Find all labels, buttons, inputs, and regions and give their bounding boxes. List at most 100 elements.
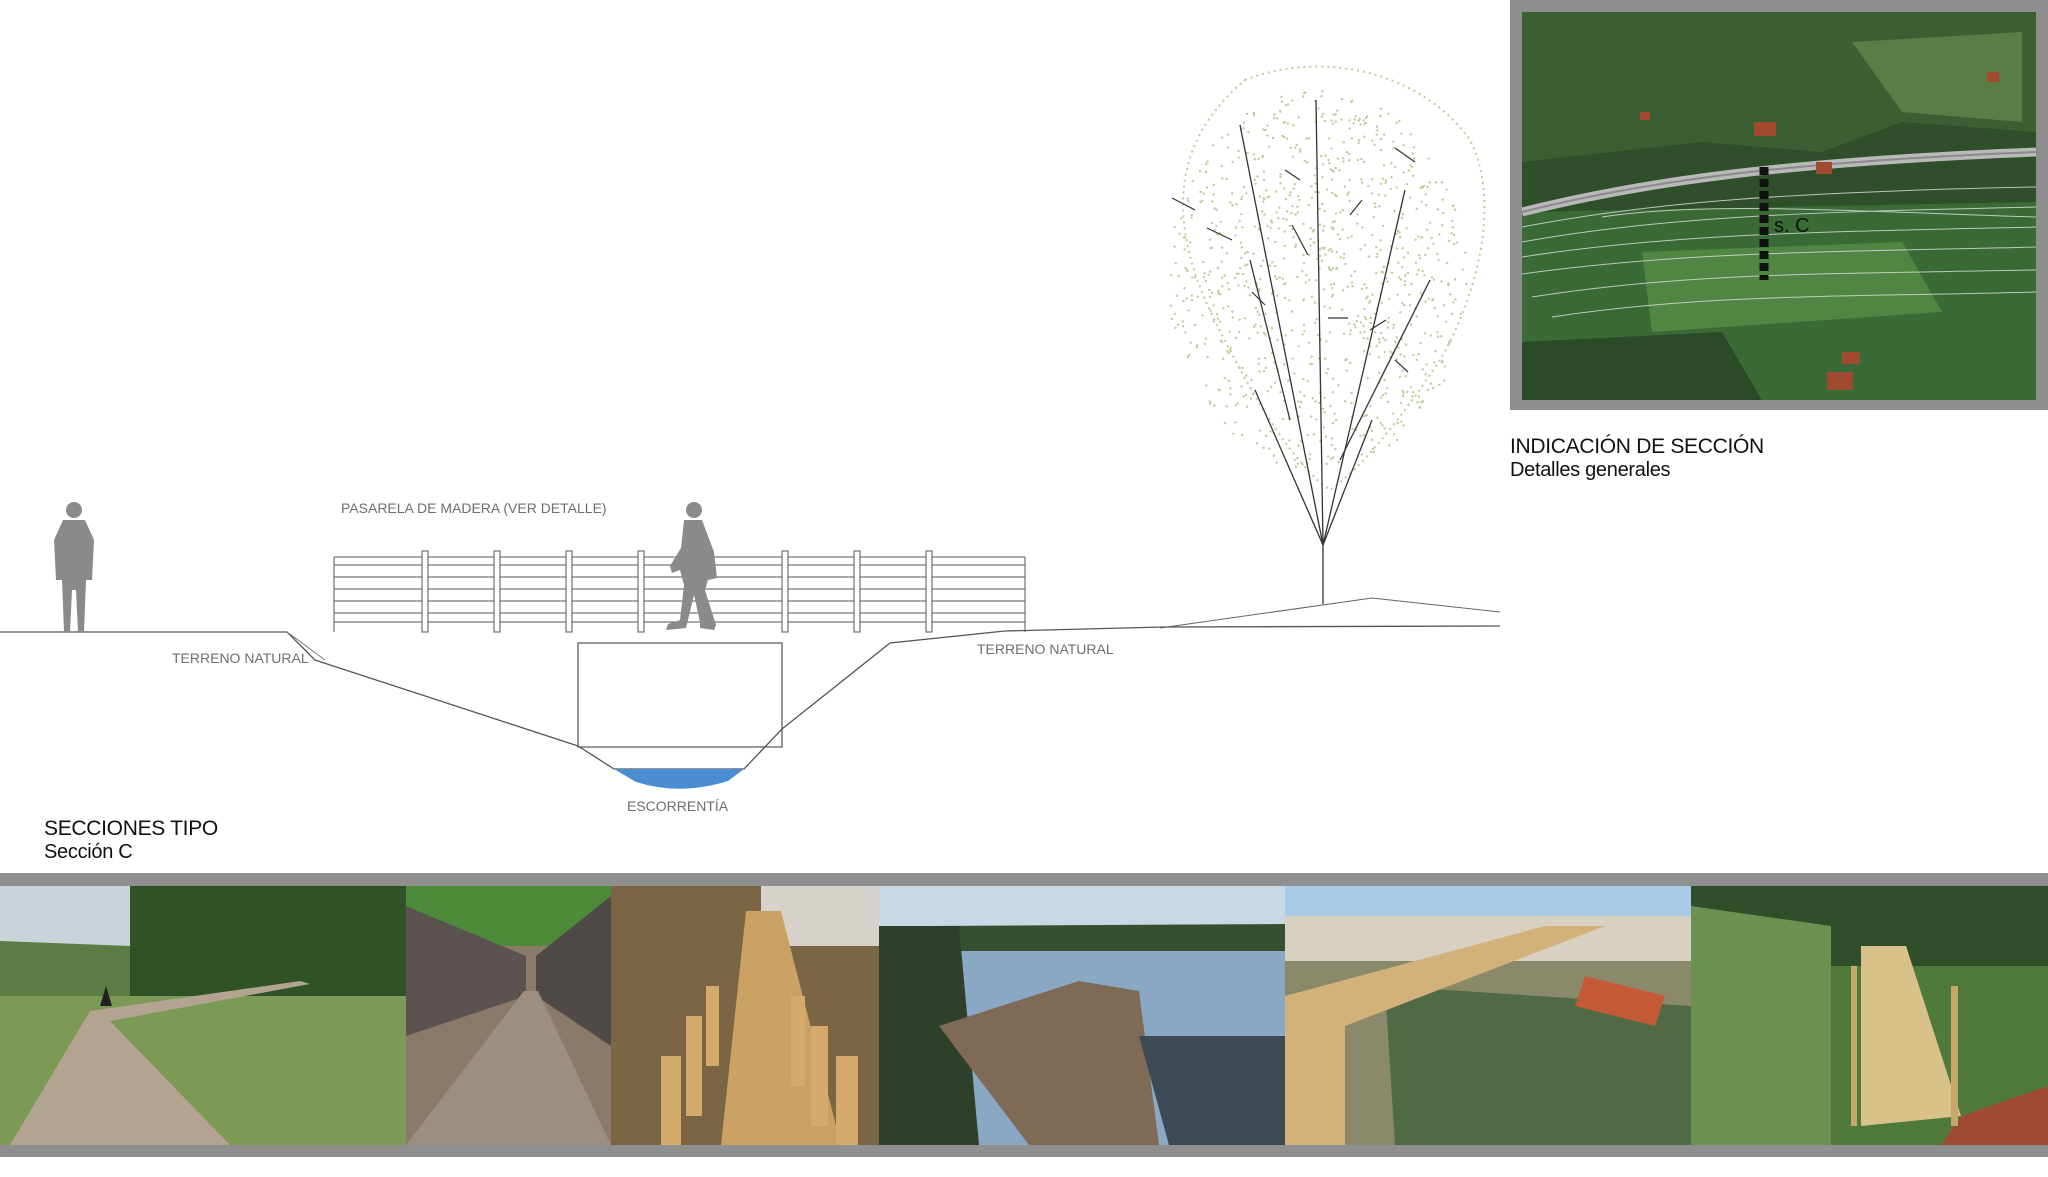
leaf-dot	[1346, 285, 1349, 289]
leaf-dot	[1424, 373, 1427, 376]
leaf-dot	[1327, 249, 1330, 252]
leaf-dot	[1362, 337, 1366, 340]
leaf-dot	[1269, 430, 1272, 433]
leaf-dot	[1402, 424, 1405, 427]
leaf-dot	[1182, 325, 1185, 328]
leaf-dot	[1368, 353, 1372, 356]
leaf-dot	[1311, 397, 1315, 400]
leaf-dot	[1206, 355, 1209, 359]
leaf-dot	[1384, 179, 1388, 182]
leaf-dot	[1395, 247, 1399, 250]
leaf-dot	[1428, 221, 1432, 224]
leaf-dot	[1275, 461, 1278, 464]
leaf-dot	[1318, 207, 1321, 210]
section-subheading: Sección C	[44, 841, 133, 863]
leaf-dot	[1430, 276, 1434, 279]
leaf-dot	[1257, 357, 1261, 360]
leaf-dot	[1415, 207, 1418, 210]
leaf-dot	[1423, 332, 1427, 335]
leaf-dot	[1347, 159, 1351, 162]
leaf-dot	[1330, 295, 1334, 298]
leaf-dot	[1278, 206, 1281, 209]
leaf-dot	[1321, 229, 1325, 232]
leaf-dot	[1371, 447, 1375, 450]
leaf-dot	[1367, 255, 1370, 258]
photo-coastal-dune-boardwalk	[1285, 886, 1691, 1145]
leaf-dot	[1279, 110, 1282, 113]
leaf-dot	[1362, 160, 1366, 164]
leaf-dot	[1242, 395, 1245, 398]
leaf-dot	[1424, 300, 1427, 303]
leaf-dot	[1453, 278, 1457, 281]
leaf-dot	[1348, 322, 1351, 325]
leaf-dot	[1356, 213, 1359, 216]
leaf-dot	[1326, 188, 1329, 191]
leaf-dot	[1238, 318, 1241, 321]
leaf-dot	[1231, 310, 1234, 313]
leaf-dot	[1177, 274, 1180, 278]
leaf-dot	[1348, 119, 1351, 122]
leaf-dot	[1412, 157, 1416, 160]
leaf-dot	[1272, 454, 1276, 457]
leaf-dot	[1360, 157, 1363, 161]
leaf-dot	[1432, 278, 1436, 281]
leaf-dot	[1209, 309, 1212, 312]
leaf-dot	[1299, 390, 1302, 394]
leaf-dot	[1253, 225, 1257, 228]
leaf-dot	[1433, 307, 1437, 310]
leaf-dot	[1296, 211, 1300, 214]
leaf-dot	[1359, 331, 1362, 334]
leaf-dot	[1410, 282, 1413, 286]
leaf-dot	[1395, 121, 1398, 125]
leaf-dot	[1245, 405, 1249, 408]
leaf-dot	[1281, 134, 1284, 138]
leaf-dot	[1292, 187, 1296, 190]
leaf-dot	[1175, 294, 1179, 297]
leaf-dot	[1187, 309, 1190, 312]
leaf-dot	[1221, 177, 1224, 180]
leaf-dot	[1334, 212, 1338, 215]
leaf-dot	[1196, 295, 1200, 298]
leaf-dot	[1201, 199, 1204, 202]
leaf-dot	[1352, 122, 1355, 125]
leaf-dot	[1274, 264, 1277, 268]
leaf-dot	[1246, 263, 1249, 266]
leaf-dot	[1269, 226, 1272, 229]
leaf-dot	[1371, 293, 1374, 296]
leaf-dot	[1379, 332, 1383, 335]
leaf-dot	[1187, 353, 1191, 357]
leaf-dot	[1349, 274, 1353, 277]
leaf-dot	[1310, 196, 1314, 199]
leaf-dot	[1372, 215, 1375, 219]
leaf-dot	[1266, 134, 1269, 137]
leaf-dot	[1378, 205, 1381, 208]
leaf-dot	[1361, 181, 1364, 184]
leaf-dot	[1236, 402, 1239, 405]
leaf-dot	[1297, 345, 1301, 348]
leaf-dot	[1287, 379, 1290, 382]
leaf-dot	[1432, 242, 1435, 245]
leaf-dot	[1332, 170, 1335, 173]
leaf-dot	[1248, 337, 1251, 340]
leaf-dot	[1306, 380, 1310, 383]
leaf-dot	[1318, 223, 1322, 226]
leaf-dot	[1432, 298, 1435, 301]
leaf-dot	[1407, 403, 1410, 407]
leaf-dot	[1374, 205, 1377, 209]
leaf-dot	[1198, 169, 1202, 173]
leaf-dot	[1392, 323, 1396, 327]
walkway-post	[493, 550, 501, 633]
leaf-dot	[1325, 340, 1328, 343]
leaf-dot	[1208, 238, 1212, 241]
walkway-post	[781, 550, 789, 633]
leaf-dot	[1237, 149, 1240, 153]
leaf-dot	[1241, 226, 1244, 229]
leaf-dot	[1426, 185, 1429, 189]
leaf-dot	[1213, 229, 1217, 232]
leaf-dot	[1359, 248, 1362, 251]
leaf-dot	[1295, 143, 1299, 146]
leaf-dot	[1220, 246, 1224, 249]
leaf-dot	[1310, 415, 1313, 418]
leaf-dot	[1411, 152, 1414, 155]
leaf-dot	[1373, 312, 1377, 315]
